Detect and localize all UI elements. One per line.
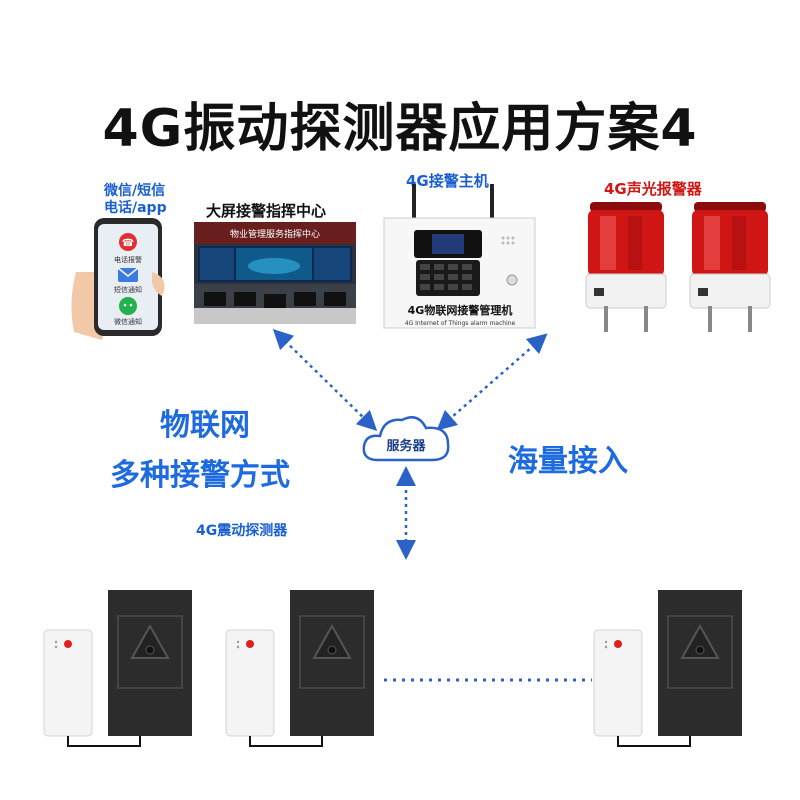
phone-illustration: ☎ 电话报警 短信通知 微信通知 bbox=[71, 218, 165, 340]
arrow-center-server bbox=[272, 329, 378, 431]
phone-label-line2: 电话/app bbox=[104, 200, 167, 216]
server-cloud-icon: 服务器 bbox=[362, 416, 450, 462]
host-name: 4G物联网接警管理机 bbox=[408, 303, 513, 317]
detector-2 bbox=[225, 590, 374, 747]
speaker-icon bbox=[501, 236, 515, 245]
detector-3 bbox=[593, 590, 742, 747]
command-center-label: 大屏接警指挥中心 bbox=[206, 202, 327, 220]
right-text: 海量接入 bbox=[508, 444, 628, 479]
left-text-line1: 物联网 bbox=[160, 408, 250, 443]
host-name-en: 4G Internet of Things alarm machine bbox=[405, 320, 516, 327]
detector-1 bbox=[43, 590, 192, 747]
antenna-icon bbox=[412, 184, 416, 224]
page-title: 4G振动探测器应用方案4 bbox=[102, 99, 698, 159]
wechat-icon bbox=[119, 297, 137, 315]
alarm-light-2 bbox=[689, 202, 771, 332]
phone-item-call: 电话报警 bbox=[114, 255, 142, 264]
host-device-image: 4G物联网接警管理机 4G Internet of Things alarm m… bbox=[383, 184, 536, 329]
command-center-image: 物业管理服务指挥中心 bbox=[194, 222, 356, 324]
left-text-line2: 多种接警方式 bbox=[110, 458, 290, 493]
alarm-light-label: 4G声光报警器 bbox=[604, 180, 702, 198]
phone-label-line1: 微信/短信 bbox=[104, 183, 166, 199]
arrow-host-server bbox=[436, 333, 548, 431]
host-label: 4G接警主机 bbox=[406, 172, 489, 190]
phone-item-wechat: 微信通知 bbox=[114, 317, 142, 326]
phone-call-icon bbox=[119, 233, 137, 251]
detector-label: 4G震动探测器 bbox=[196, 523, 288, 539]
svg-text:☎: ☎ bbox=[122, 238, 134, 249]
server-label: 服务器 bbox=[386, 438, 426, 454]
command-center-screen-text: 物业管理服务指挥中心 bbox=[230, 228, 320, 240]
phone-item-sms: 短信通知 bbox=[114, 285, 142, 294]
alarm-light-1 bbox=[585, 202, 667, 332]
